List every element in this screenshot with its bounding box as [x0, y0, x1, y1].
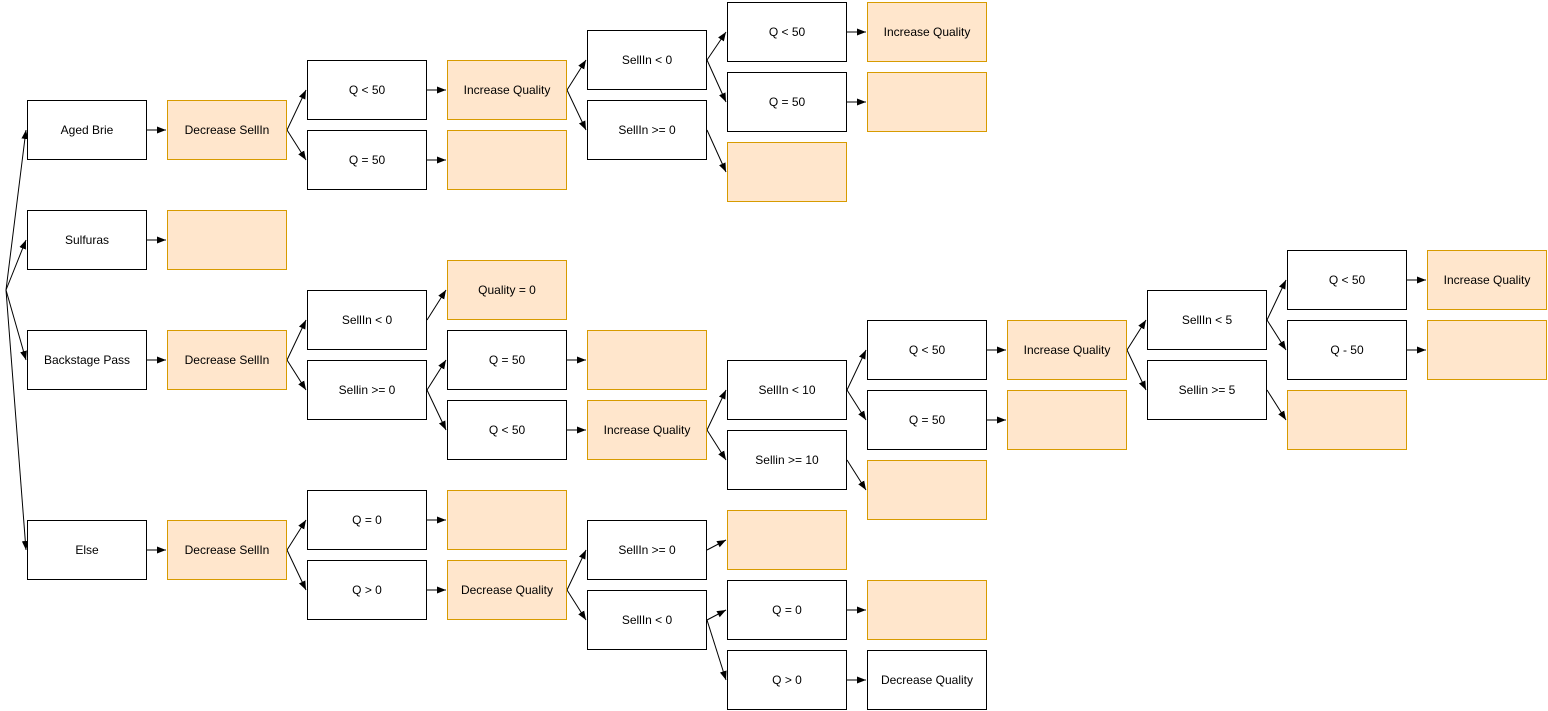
node-else-q-gt-0-2: Q > 0 [727, 650, 847, 710]
edge-brie-sellin-lt-0--brie-q-eq-50-2 [706, 59, 727, 103]
node-back-q-lt-50-3: Q < 50 [1287, 250, 1407, 310]
edge-else-sellin-lt-0--else-q-gt-0-2 [706, 619, 727, 681]
edge-root--sulfuras [5, 239, 27, 291]
edge-back-sellin-ge-0--back-q-eq-50 [426, 359, 447, 391]
node-brie-dec-sellin: Decrease SellIn [167, 100, 287, 160]
node-back-sellin-ge-10: Sellin >= 10 [727, 430, 847, 490]
node-else-action-blank-1 [447, 490, 567, 550]
edge-brie-inc-quality--brie-sellin-ge-0 [566, 89, 587, 131]
node-back-sellin-ge-0: Sellin >= 0 [307, 360, 427, 420]
node-back-q-minus-50: Q - 50 [1287, 320, 1407, 380]
node-back-quality-eq-0: Quality = 0 [447, 260, 567, 320]
edge-root--backstage [5, 289, 27, 361]
node-brie-sellin-ge-0: SellIn >= 0 [587, 100, 707, 160]
edge-back-inc-quality-2--back-sellin-ge-5 [1126, 349, 1147, 391]
node-brie-q-eq-50: Q = 50 [307, 130, 427, 190]
node-back-inc-quality-3: Increase Quality [1427, 250, 1547, 310]
edge-else-sellin-lt-0--else-q-eq-0-2 [706, 609, 727, 621]
node-back-dec-sellin: Decrease SellIn [167, 330, 287, 390]
node-back-q-lt-50: Q < 50 [447, 400, 567, 460]
edge-back-sellin-lt-5--back-q-minus-50 [1266, 319, 1287, 351]
edge-brie-inc-quality--brie-sellin-lt-0 [566, 59, 587, 91]
node-brie-q-lt-50: Q < 50 [307, 60, 427, 120]
edge-brie-dec-sellin--brie-q-lt-50 [286, 89, 307, 131]
node-brie-inc-quality: Increase Quality [447, 60, 567, 120]
edge-brie-dec-sellin--brie-q-eq-50 [286, 129, 307, 161]
node-else-sellin-lt-0: SellIn < 0 [587, 590, 707, 650]
node-brie-action-blank-2 [727, 142, 847, 202]
edge-back-dec-sellin--back-sellin-lt-0 [286, 319, 307, 361]
node-brie-sellin-lt-0: SellIn < 0 [587, 30, 707, 90]
edge-brie-sellin-lt-0--brie-q-lt-50-2 [706, 31, 727, 61]
node-back-sellin-lt-10: SellIn < 10 [727, 360, 847, 420]
node-back-sellin-lt-0: SellIn < 0 [307, 290, 427, 350]
node-back-q-lt-50-2: Q < 50 [867, 320, 987, 380]
node-back-sellin-lt-5: SellIn < 5 [1147, 290, 1267, 350]
edge-back-inc-quality-2--back-sellin-lt-5 [1126, 319, 1147, 351]
edge-back-sellin-ge-0--back-q-lt-50 [426, 389, 447, 431]
edge-back-inc-quality--back-sellin-ge-10 [706, 429, 727, 461]
node-brie-action-blank-3 [867, 72, 987, 132]
node-else: Else [27, 520, 147, 580]
node-back-action-blank-3 [1007, 390, 1127, 450]
edge-back-sellin-lt-0--back-quality-eq-0 [426, 289, 447, 321]
node-back-q-eq-50: Q = 50 [447, 330, 567, 390]
node-brie: Aged Brie [27, 100, 147, 160]
node-else-dec-quality: Decrease Quality [447, 560, 567, 620]
node-brie-action-blank-1 [447, 130, 567, 190]
edge-else-dec-sellin--else-q-gt-0 [286, 549, 307, 591]
node-back-action-blank-2 [867, 460, 987, 520]
node-backstage: Backstage Pass [27, 330, 147, 390]
edge-back-sellin-lt-10--back-q-eq-50-2 [846, 389, 867, 421]
node-back-action-blank-1 [587, 330, 707, 390]
edge-back-sellin-ge-5--back-action-blank-4 [1266, 389, 1287, 421]
edge-else-dec-quality--else-sellin-lt-0 [566, 589, 587, 621]
node-back-q-eq-50-2: Q = 50 [867, 390, 987, 450]
edge-brie-sellin-ge-0--brie-action-blank-2 [706, 129, 727, 173]
edge-back-inc-quality--back-sellin-lt-10 [706, 389, 727, 431]
node-back-inc-quality-2: Increase Quality [1007, 320, 1127, 380]
node-sulfuras: Sulfuras [27, 210, 147, 270]
node-back-inc-quality: Increase Quality [587, 400, 707, 460]
node-brie-q-lt-50-2: Q < 50 [727, 2, 847, 62]
node-back-action-blank-4 [1287, 390, 1407, 450]
edge-root--brie [5, 129, 29, 291]
edge-back-sellin-ge-10--back-action-blank-2 [846, 459, 867, 491]
edge-else-sellin-ge-0--else-action-blank-2 [706, 539, 727, 551]
node-back-sellin-ge-5: Sellin >= 5 [1147, 360, 1267, 420]
node-else-q-eq-0: Q = 0 [307, 490, 427, 550]
edge-else-dec-quality--else-sellin-ge-0 [566, 549, 587, 591]
node-else-dec-quality-2: Decrease Quality [867, 650, 987, 710]
node-brie-inc-quality-2: Increase Quality [867, 2, 987, 62]
node-else-q-gt-0: Q > 0 [307, 560, 427, 620]
node-else-action-blank-3 [867, 580, 987, 640]
node-else-sellin-ge-0: SellIn >= 0 [587, 520, 707, 580]
node-brie-q-eq-50-2: Q = 50 [727, 72, 847, 132]
node-sulfuras-action-blank [167, 210, 287, 270]
node-else-action-blank-2 [727, 510, 847, 570]
node-else-q-eq-0-2: Q = 0 [727, 580, 847, 640]
edge-back-dec-sellin--back-sellin-ge-0 [286, 359, 307, 391]
node-else-dec-sellin: Decrease SellIn [167, 520, 287, 580]
node-back-action-blank-5 [1427, 320, 1547, 380]
edge-else-dec-sellin--else-q-eq-0 [286, 519, 307, 551]
edge-root--else [5, 289, 29, 551]
edge-back-sellin-lt-10--back-q-lt-50-2 [846, 349, 867, 391]
edge-back-sellin-lt-5--back-q-lt-50-3 [1266, 279, 1287, 321]
